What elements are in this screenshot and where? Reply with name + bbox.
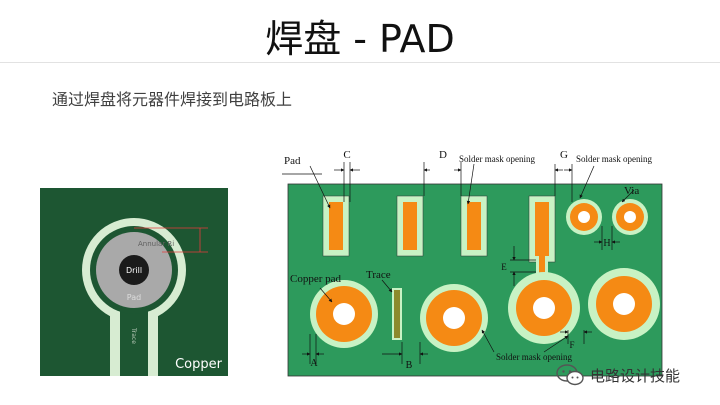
dimension-b-label: B <box>406 360 413 371</box>
round-copper-pad <box>508 272 580 344</box>
trace-label: Trace <box>130 327 137 344</box>
round-copper-pad <box>310 280 378 348</box>
dimension-e-label: E <box>501 262 507 272</box>
trace-strip <box>392 288 402 340</box>
leader-lines <box>309 163 635 353</box>
via <box>612 199 648 235</box>
dimension-d-label: D <box>439 149 447 161</box>
copper-label: Copper <box>175 357 223 372</box>
solder-mask-opening-label-2: Solder mask opening <box>576 154 652 164</box>
watermark: 电路设计技能 <box>556 364 680 386</box>
dimension-h-label: H <box>603 238 610 249</box>
dimension-h <box>594 226 620 250</box>
solder-mask-opening-label-1: Solder mask opening <box>459 154 535 164</box>
pad-label: Pad <box>284 155 301 167</box>
watermark-text: 电路设计技能 <box>590 366 681 385</box>
dimension-g-label: G <box>560 149 568 161</box>
pad-dimension-diagram: Pad C D Solder mask opening G Solder mas… <box>282 149 663 377</box>
dimension-c <box>334 162 360 202</box>
trace-label: Trace <box>366 269 391 281</box>
solder-mask-opening-label-3: Solder mask opening <box>496 352 572 362</box>
rect-pad <box>396 195 424 257</box>
dimension-e <box>510 246 536 286</box>
dimension-a-label: A <box>310 358 318 369</box>
via <box>566 199 602 235</box>
drill-label: Drill <box>126 266 142 275</box>
dimension-b <box>382 342 428 364</box>
round-copper-pad <box>588 268 660 340</box>
rect-pad <box>322 195 350 257</box>
round-copper-pad <box>420 284 488 352</box>
intro-text: 通过焊盘将元器件焊接到电路板上 <box>52 90 293 109</box>
rect-pad <box>460 195 488 257</box>
dimension-g <box>554 164 573 202</box>
dimension-c-label: C <box>343 149 350 161</box>
page-title: 焊盘 - PAD <box>265 17 455 61</box>
title-divider <box>0 62 720 63</box>
pad-illustration: Annular Ri Drill Pad Trace Copper <box>40 188 228 376</box>
dimension-d <box>423 162 462 196</box>
annular-ring-label: Annular Ri <box>138 240 174 248</box>
copper-pad-label: Copper pad <box>290 273 342 285</box>
pad-label: Pad <box>127 293 141 302</box>
wechat-icon <box>556 364 584 386</box>
dimension-f-label: F <box>569 340 574 350</box>
drill-hole <box>119 255 149 285</box>
via-label: Via <box>624 185 639 197</box>
dimension-a <box>302 334 324 364</box>
